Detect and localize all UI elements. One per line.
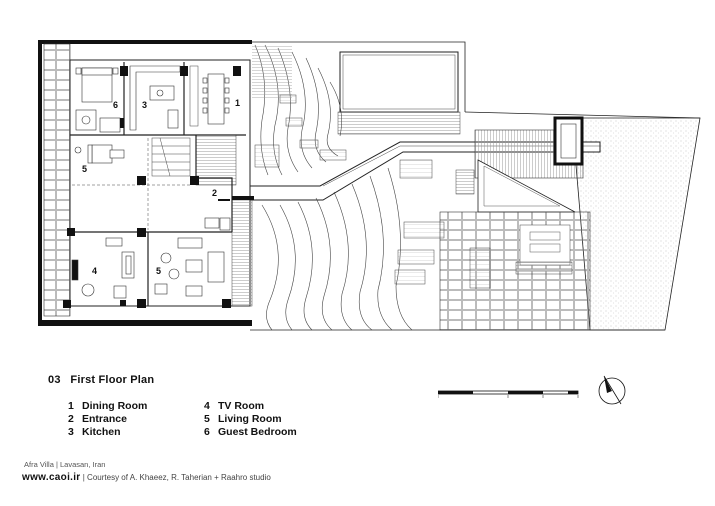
legend-number: 1 xyxy=(68,400,74,412)
legend-item: 4 TV Room xyxy=(204,400,297,413)
stair xyxy=(151,137,191,177)
legend-number: 3 xyxy=(68,426,74,438)
project-credit: Afra Villa | Lavasan, Iran xyxy=(24,460,106,469)
living-furniture-upper xyxy=(74,144,125,164)
living-furniture-lower xyxy=(154,237,225,297)
sheet-number: 03 xyxy=(48,374,61,386)
north-arrow-icon xyxy=(598,375,626,405)
legend-item: 1 Dining Room xyxy=(68,400,147,413)
room-label-entrance: 2 xyxy=(212,188,217,198)
room-label-guest: 6 xyxy=(113,100,118,110)
room-label-tv-room: 4 xyxy=(92,266,97,276)
legend-item: 6 Guest Bedroom xyxy=(204,426,297,439)
legend-label: Guest Bedroom xyxy=(218,426,297,438)
floor-plan-drawing: 1 2 3 4 5 5 6 xyxy=(38,40,701,331)
legend-item: 3 Kitchen xyxy=(68,426,147,439)
legend-label: Kitchen xyxy=(82,426,121,438)
legend-number: 6 xyxy=(204,426,210,438)
guest-bed xyxy=(75,67,121,133)
room-label-living-lower: 5 xyxy=(156,266,161,276)
terrace-steps-lower xyxy=(394,221,445,285)
pool xyxy=(339,51,459,113)
dining-table xyxy=(202,73,230,125)
courtesy-text: | Courtesy of A. Khaeez, R. Taherian + R… xyxy=(82,473,271,482)
room-label-dining: 1 xyxy=(235,98,240,108)
legend-number: 2 xyxy=(68,413,74,425)
legend-label: Living Room xyxy=(218,413,282,425)
columns xyxy=(63,66,241,308)
pavilion-box xyxy=(553,116,584,166)
courtesy-credit: www.caoi.ir | Courtesy of A. Khaeez, R. … xyxy=(22,472,271,483)
legend-item: 2 Entrance xyxy=(68,413,147,426)
kitchen-counters xyxy=(129,65,181,131)
website-link[interactable]: www.caoi.ir xyxy=(22,472,81,483)
entrance-fixtures xyxy=(204,199,231,231)
room-label-kitchen: 3 xyxy=(142,100,147,110)
legend-right-column: 4 TV Room 5 Living Room 6 Guest Bedroom xyxy=(204,400,297,439)
contour-terraces-lower xyxy=(261,167,413,331)
room-label-living-upper: 5 xyxy=(82,164,87,174)
tv-room-furniture xyxy=(71,237,135,299)
house-plan: 1 2 3 4 5 5 6 xyxy=(38,40,254,326)
legend-label: Dining Room xyxy=(82,400,148,412)
legend-number: 5 xyxy=(204,413,210,425)
terrace-steps-upper xyxy=(254,94,347,168)
legend-label: TV Room xyxy=(218,400,265,412)
legend-item: 5 Living Room xyxy=(204,413,297,426)
sheet-title-text: First Floor Plan xyxy=(70,374,155,386)
legend-number: 4 xyxy=(204,400,210,412)
sheet-title: 03 First Floor Plan xyxy=(48,374,154,386)
legend-label: Entrance xyxy=(82,413,127,425)
legend-left-column: 1 Dining Room 2 Entrance 3 Kitchen xyxy=(68,400,147,439)
scale-bar xyxy=(438,390,579,398)
